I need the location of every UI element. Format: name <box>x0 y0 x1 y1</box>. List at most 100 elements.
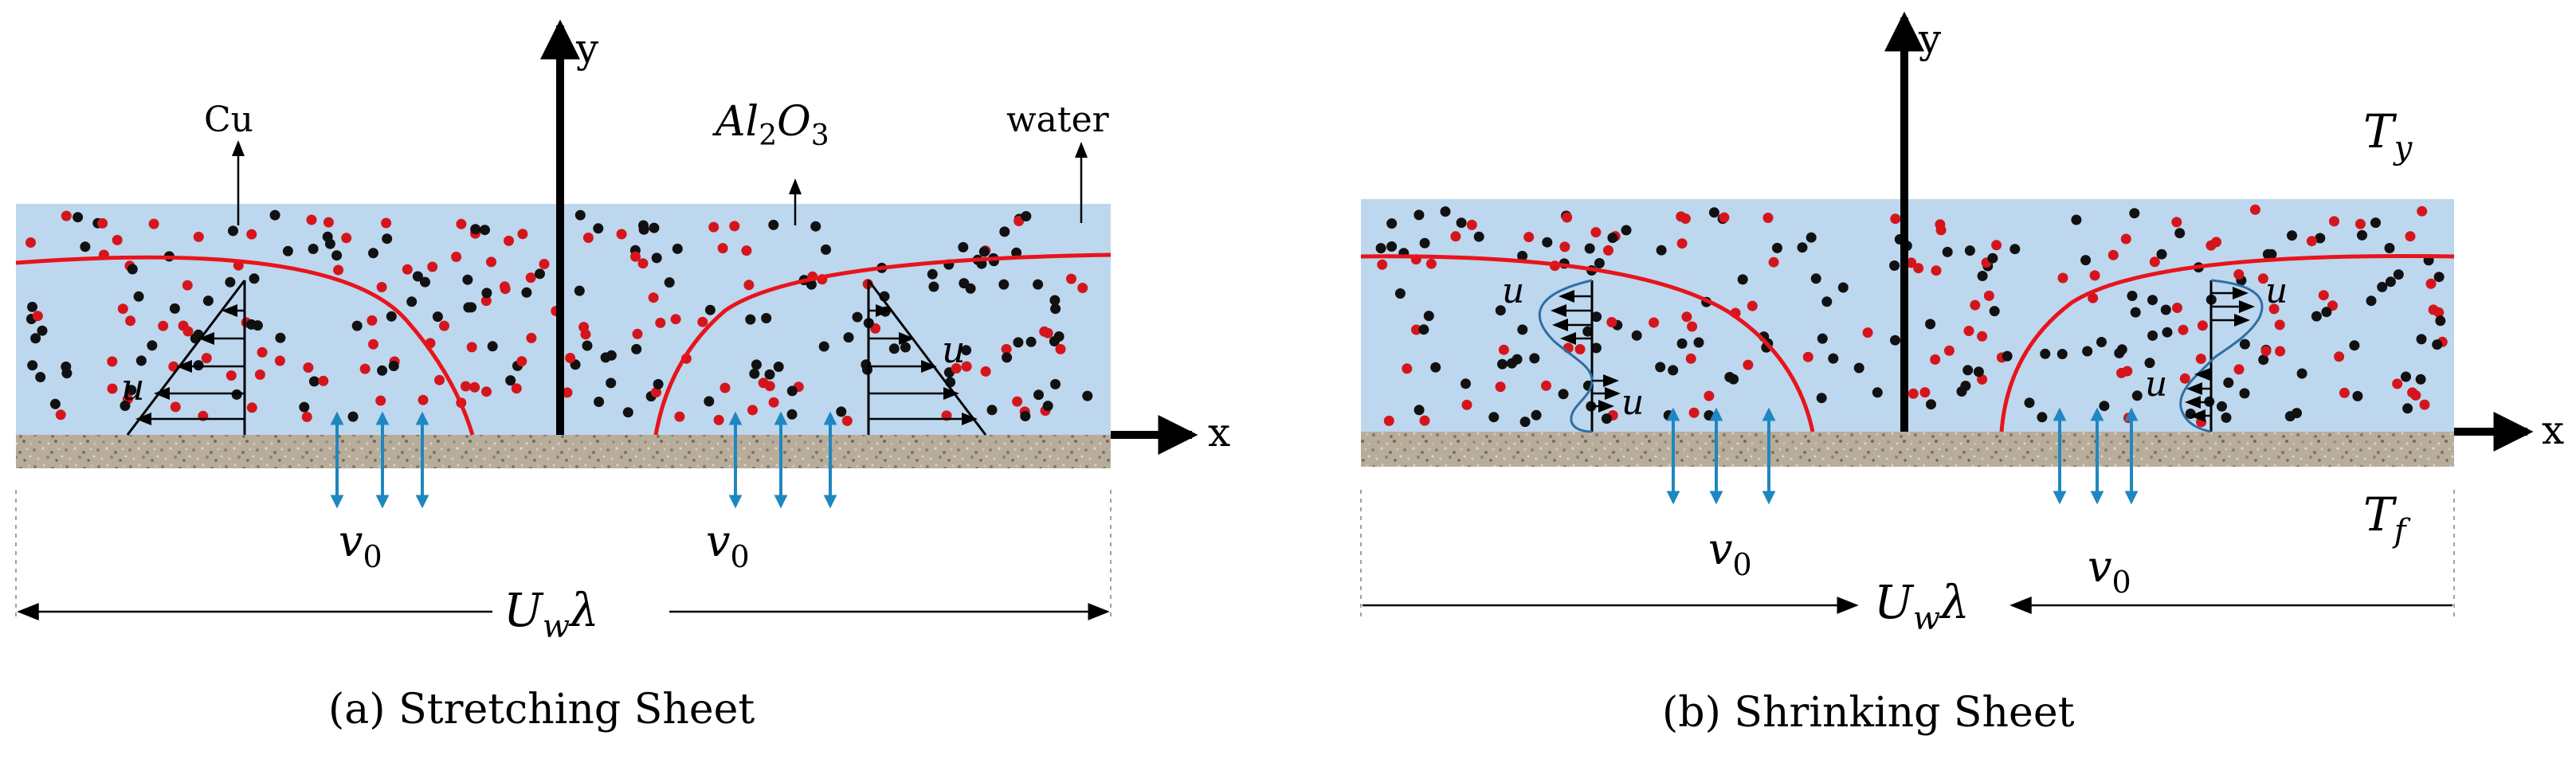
nanoparticle-red <box>2274 319 2285 331</box>
velocity-label-left-top: u <box>1502 271 1524 311</box>
nanoparticle-black <box>126 385 137 396</box>
nanoparticle-red <box>2057 272 2068 284</box>
suction-label-right: v0 <box>2088 542 2131 600</box>
nanoparticle-black <box>836 406 847 417</box>
nanoparticle-black <box>582 340 593 351</box>
nanoparticle-red <box>2178 324 2189 335</box>
nanoparticle-black <box>1926 399 1936 410</box>
nanoparticle-red <box>670 314 681 325</box>
nanoparticle-red <box>632 328 643 339</box>
nanoparticle-black <box>2385 276 2396 288</box>
nanoparticle-black <box>2071 214 2082 225</box>
nanoparticle-red <box>451 252 462 262</box>
nanoparticle-black <box>351 320 363 331</box>
nanoparticle-black <box>1590 342 1602 354</box>
nanoparticle-black <box>1542 237 1553 248</box>
nanoparticle-black <box>35 372 46 382</box>
nanoparticle-black <box>2435 315 2446 327</box>
nanoparticle-black <box>1386 241 1398 252</box>
nanoparticle-red <box>764 381 775 392</box>
nanoparticle-black <box>574 285 585 296</box>
nanoparticle-black <box>751 359 762 370</box>
nanoparticle-black <box>1053 331 1065 342</box>
nanoparticle-red <box>148 218 159 229</box>
nanoparticle-black <box>1890 335 1900 346</box>
nanoparticle-red <box>1377 259 1388 270</box>
nanoparticle-red <box>323 217 334 228</box>
nanoparticle-black <box>959 278 970 289</box>
nanoparticle-red <box>1768 256 1779 268</box>
nanoparticle-black <box>821 244 831 255</box>
nanoparticle-red <box>359 363 371 374</box>
nanoparticle-red <box>2171 217 2182 228</box>
nanoparticle-black <box>249 273 260 284</box>
nanoparticle-black <box>1042 401 1053 412</box>
nanoparticle-red <box>1383 415 1394 426</box>
nanoparticle-red <box>2179 373 2190 384</box>
nanoparticle-black <box>606 350 617 361</box>
nanoparticle-black <box>1419 237 1430 248</box>
nanoparticle-black <box>1082 390 1093 401</box>
nanoparticle-black <box>2127 291 2138 301</box>
nanoparticle-red <box>158 320 169 331</box>
nanoparticle-black <box>594 397 605 407</box>
nanoparticle-black <box>80 241 91 252</box>
nanoparticle-black <box>2096 337 2107 347</box>
nanoparticle-black <box>1495 305 1506 316</box>
nanoparticle-black <box>1033 389 1044 401</box>
nanoparticle-red <box>1935 219 1946 230</box>
nanoparticle-red <box>301 412 312 422</box>
nanoparticle-black <box>347 411 359 422</box>
nanoparticle-black <box>2258 354 2269 366</box>
nanoparticle-black <box>1594 258 1605 268</box>
nanoparticle-red <box>951 363 962 374</box>
nanoparticle-red <box>1913 263 1924 274</box>
nanoparticle-red <box>713 414 724 425</box>
nanoparticle-black <box>958 241 969 252</box>
nanoparticle-red <box>1419 415 1430 426</box>
nanoparticle-red <box>1590 227 1602 238</box>
nanoparticle-black <box>1050 303 1061 315</box>
nanoparticle-black <box>2384 243 2395 253</box>
nanoparticle-black <box>1591 311 1602 323</box>
nanoparticle-black <box>2185 409 2196 419</box>
nanoparticle-black <box>2315 233 2326 244</box>
nanoparticle-black <box>773 362 784 372</box>
nanoparticle-red <box>246 402 257 413</box>
nanoparticle-black <box>1810 273 1821 284</box>
nanoparticle-black <box>1925 319 1936 330</box>
nanoparticle-black <box>1519 417 1531 428</box>
nanoparticle-red <box>525 272 536 284</box>
nanoparticle-black <box>30 333 41 344</box>
boundary-layer-curve-right <box>1999 253 2455 432</box>
nanoparticle-red <box>1039 326 1050 337</box>
suction-label-right: v0 <box>706 516 750 574</box>
suction-arrows-right <box>2053 407 2139 505</box>
velocity-label-right-top: u <box>2265 271 2288 311</box>
nanoparticle-red <box>481 386 492 397</box>
nanoparticle-red <box>648 292 659 303</box>
nanoparticle-black <box>1728 374 1739 385</box>
nanoparticle-red <box>1523 232 1535 243</box>
nanoparticle-red <box>201 353 212 364</box>
nanoparticle-red <box>246 229 257 240</box>
panel-a-stretching-sheet: u u y x v0 v0 Cu Al2O3 <box>15 19 1230 734</box>
nanoparticle-black <box>1977 271 1988 281</box>
nanoparticle-red <box>747 405 758 416</box>
nanoparticle-black <box>193 360 204 371</box>
porous-sheet <box>1361 432 2454 467</box>
boundary-layer-curve-left <box>1360 254 1815 432</box>
nanoparticle-black <box>2099 401 2110 412</box>
nanoparticle-black <box>2130 307 2141 318</box>
nanoparticle-red <box>1676 238 1688 249</box>
nanoparticle-red <box>708 221 719 233</box>
nanoparticle-black <box>331 250 343 261</box>
nanoparticle-red <box>125 315 136 327</box>
nanoparticle-black <box>1558 389 1569 400</box>
nanoparticles <box>1375 204 2448 428</box>
nanoparticle-red <box>2410 389 2421 401</box>
nanoparticle-black <box>900 342 911 353</box>
nanoparticle-black <box>480 225 490 236</box>
nanoparticle-black <box>704 304 716 315</box>
nanoparticle-red <box>257 346 268 358</box>
